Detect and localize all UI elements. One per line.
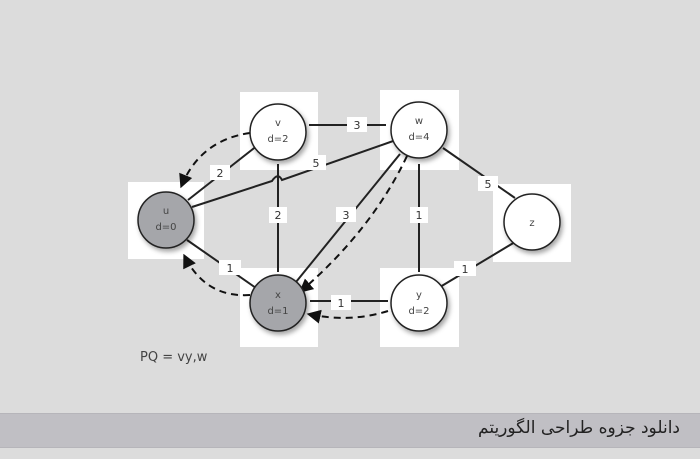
- svg-text:1: 1: [462, 263, 469, 276]
- edge-label-y-z: 1: [454, 261, 476, 276]
- svg-text:5: 5: [313, 157, 320, 170]
- edge-y-z: [439, 241, 516, 288]
- svg-text:x: x: [275, 290, 281, 301]
- svg-text:5: 5: [485, 178, 492, 191]
- predecessor-arrows: [179, 132, 408, 324]
- node-v: v d=2: [249, 103, 307, 161]
- edge-label-w-x: 3: [336, 207, 356, 222]
- edge-label-w-z: 5: [478, 176, 498, 191]
- edge-w-z: [442, 147, 516, 199]
- edge-label-u-w: 5: [306, 155, 326, 170]
- svg-text:d=1: d=1: [267, 306, 288, 317]
- svg-text:2: 2: [217, 167, 224, 180]
- priority-queue-label: PQ = vy,w: [140, 350, 208, 365]
- node-y: y d=2: [390, 274, 448, 332]
- svg-text:2: 2: [275, 209, 282, 222]
- node-x: x d=1: [249, 274, 307, 332]
- edge-label-u-v: 2: [210, 165, 230, 180]
- svg-text:d=0: d=0: [155, 222, 176, 233]
- nodes: u d=0 v d=2 w d=4 z x d=1 y d=2: [137, 101, 561, 332]
- edge-label-v-x: 2: [269, 207, 287, 223]
- node-w: w d=4: [390, 101, 448, 159]
- edge-label-w-y: 1: [410, 207, 428, 223]
- edge-weight-labels: 2 5 1 3 2 3 1 5 1 1: [210, 117, 498, 310]
- svg-text:1: 1: [227, 262, 234, 275]
- svg-text:u: u: [163, 206, 169, 217]
- svg-text:1: 1: [338, 297, 345, 310]
- edge-label-u-x: 1: [219, 260, 241, 275]
- node-z: z: [503, 193, 561, 251]
- svg-text:1: 1: [416, 209, 423, 222]
- edge-label-v-w: 3: [347, 117, 367, 132]
- svg-text:y: y: [416, 290, 422, 301]
- svg-text:d=2: d=2: [408, 306, 429, 317]
- svg-text:d=2: d=2: [267, 134, 288, 145]
- svg-text:3: 3: [343, 209, 350, 222]
- pred-arrow-y-x: [306, 309, 389, 324]
- pred-arrow-x-u: [183, 253, 251, 297]
- node-u: u d=0: [137, 191, 195, 249]
- svg-text:w: w: [415, 116, 423, 127]
- banner-text[interactable]: دانلود جزوه طراحی الگوریتم: [478, 418, 680, 438]
- svg-text:z: z: [529, 218, 534, 229]
- svg-text:v: v: [275, 118, 281, 129]
- edge-label-x-y: 1: [331, 295, 351, 310]
- footer-banner: دانلود جزوه طراحی الگوریتم: [0, 413, 700, 448]
- svg-text:3: 3: [354, 119, 361, 132]
- svg-text:d=4: d=4: [408, 132, 429, 143]
